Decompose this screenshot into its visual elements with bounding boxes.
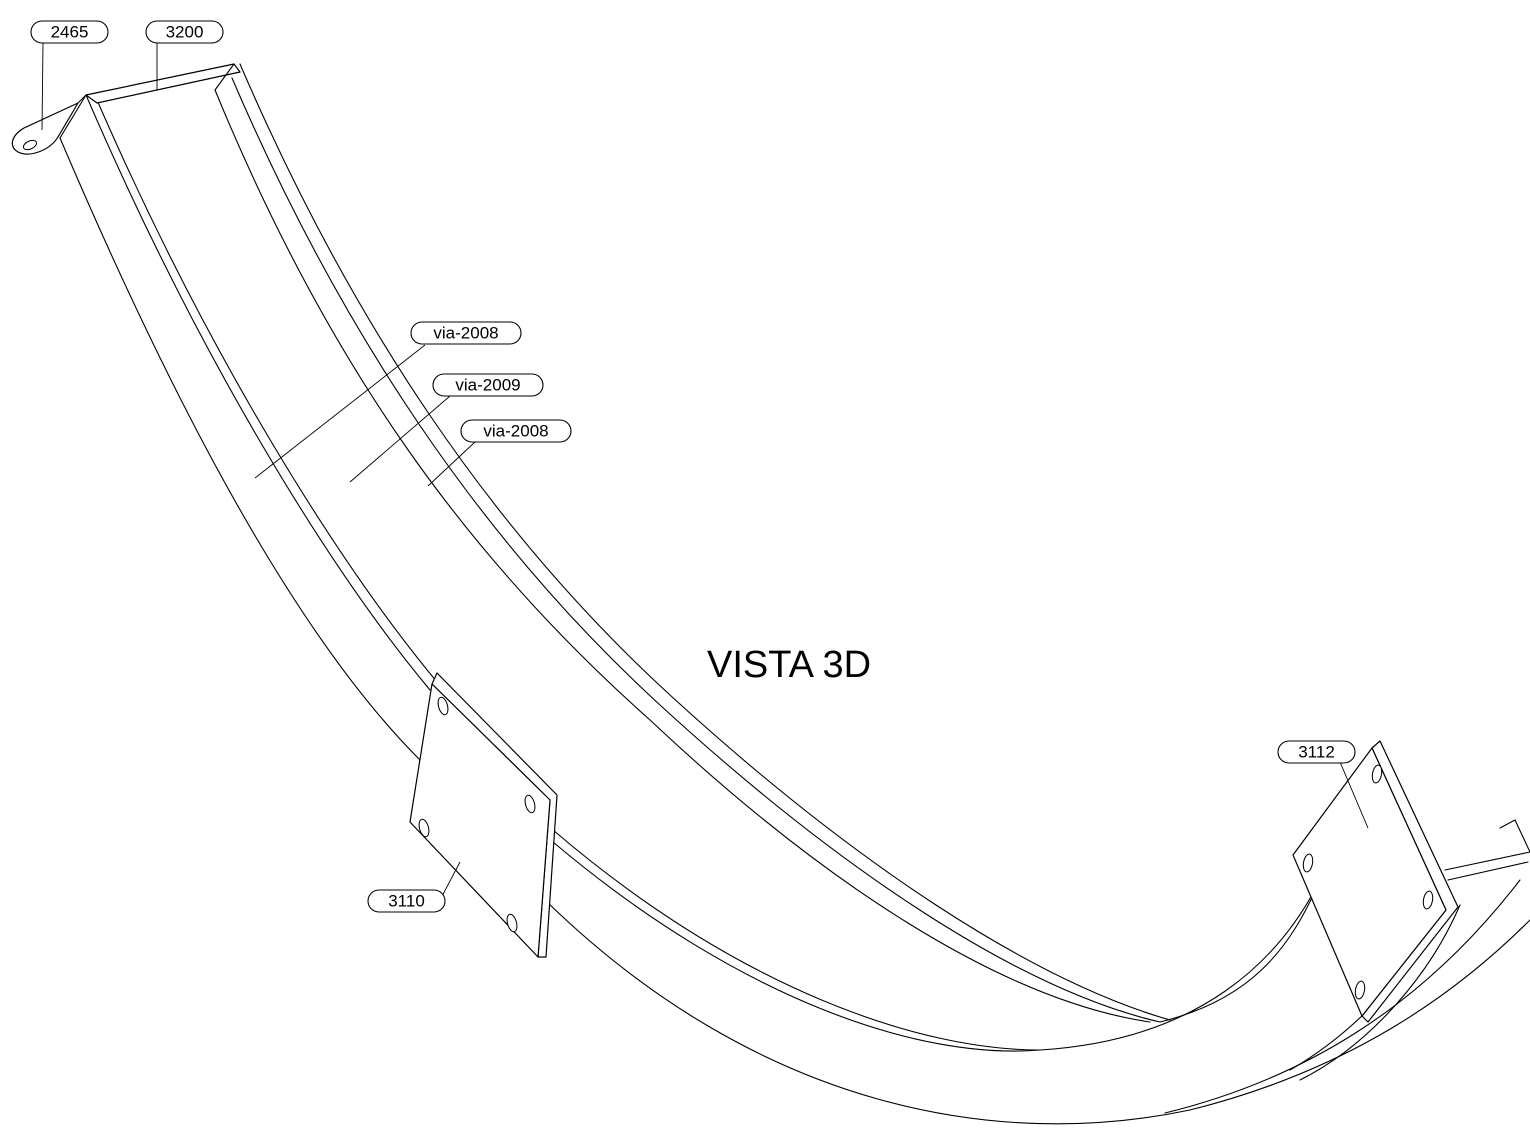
left-plate-hole-1 [437,696,449,716]
callout-3112-label: 3112 [1298,743,1335,762]
left-flange-lower-2 [552,841,1041,1052]
callout-3200-label: 3200 [166,23,204,42]
lug-edge [77,94,87,104]
right-plate-hole-1 [1371,764,1383,784]
left-plate [409,672,558,958]
left-flange-lower [552,829,1321,1051]
leader-lines [41,42,1369,901]
callout-via-2008-a: via-2008 [410,321,522,345]
callout-via-2008-b-label: via-2008 [483,422,548,441]
end-cap-edge-right [214,63,235,91]
left-plate-hole-2 [524,794,536,814]
left-flange-outer [85,94,431,691]
lug-hole [22,139,38,151]
leader-via-2008-b [427,441,476,487]
leader-via-2009 [349,395,451,483]
right-plate-hole-4 [1354,980,1366,1000]
beam-outer-edge-inner [1164,879,1521,1114]
curved-beam [59,63,1530,1125]
callout-via-2008-a-label: via-2008 [433,324,498,343]
callout-3200: 3200 [145,20,224,44]
beam-outer-edge [59,137,1530,1125]
view-title: VISTA 3D [707,644,871,686]
leader-3112 [1339,761,1369,829]
end-cap-edge-left [59,94,87,139]
left-plate-hole-4 [506,913,518,933]
leader-via-2008-a [254,344,426,479]
web-line-2 [231,77,1321,1023]
left-plate-hole-3 [418,818,430,838]
lug [11,94,87,155]
left-plate-face [409,683,551,958]
callout-via-2008-b: via-2008 [460,419,572,443]
web-line-1 [214,89,1151,1023]
right-plate-hole-2 [1422,890,1434,910]
end-cap-plate [85,63,241,104]
callout-via-2009: via-2009 [432,373,544,397]
callout-3110-label: 3110 [388,892,425,911]
right-plate-hole-3 [1302,853,1314,873]
callout-3112: 3112 [1277,740,1356,764]
right-plate-face [1292,747,1447,1017]
web-line-3 [239,63,1171,1021]
lug-plate [11,102,79,155]
left-flange-inner [96,99,438,683]
end-cap [59,63,241,139]
callout-2465-label: 2465 [51,23,89,42]
callout-2465: 2465 [30,20,109,44]
callout-3110: 3110 [367,889,446,913]
leader-3110 [439,861,461,901]
tail-end [1499,819,1530,853]
leader-2465 [41,42,44,131]
right-plate [1292,740,1459,1023]
callout-via-2009-label: via-2009 [455,376,520,395]
tail-upper [1444,851,1530,871]
tail-lower [1447,861,1529,881]
